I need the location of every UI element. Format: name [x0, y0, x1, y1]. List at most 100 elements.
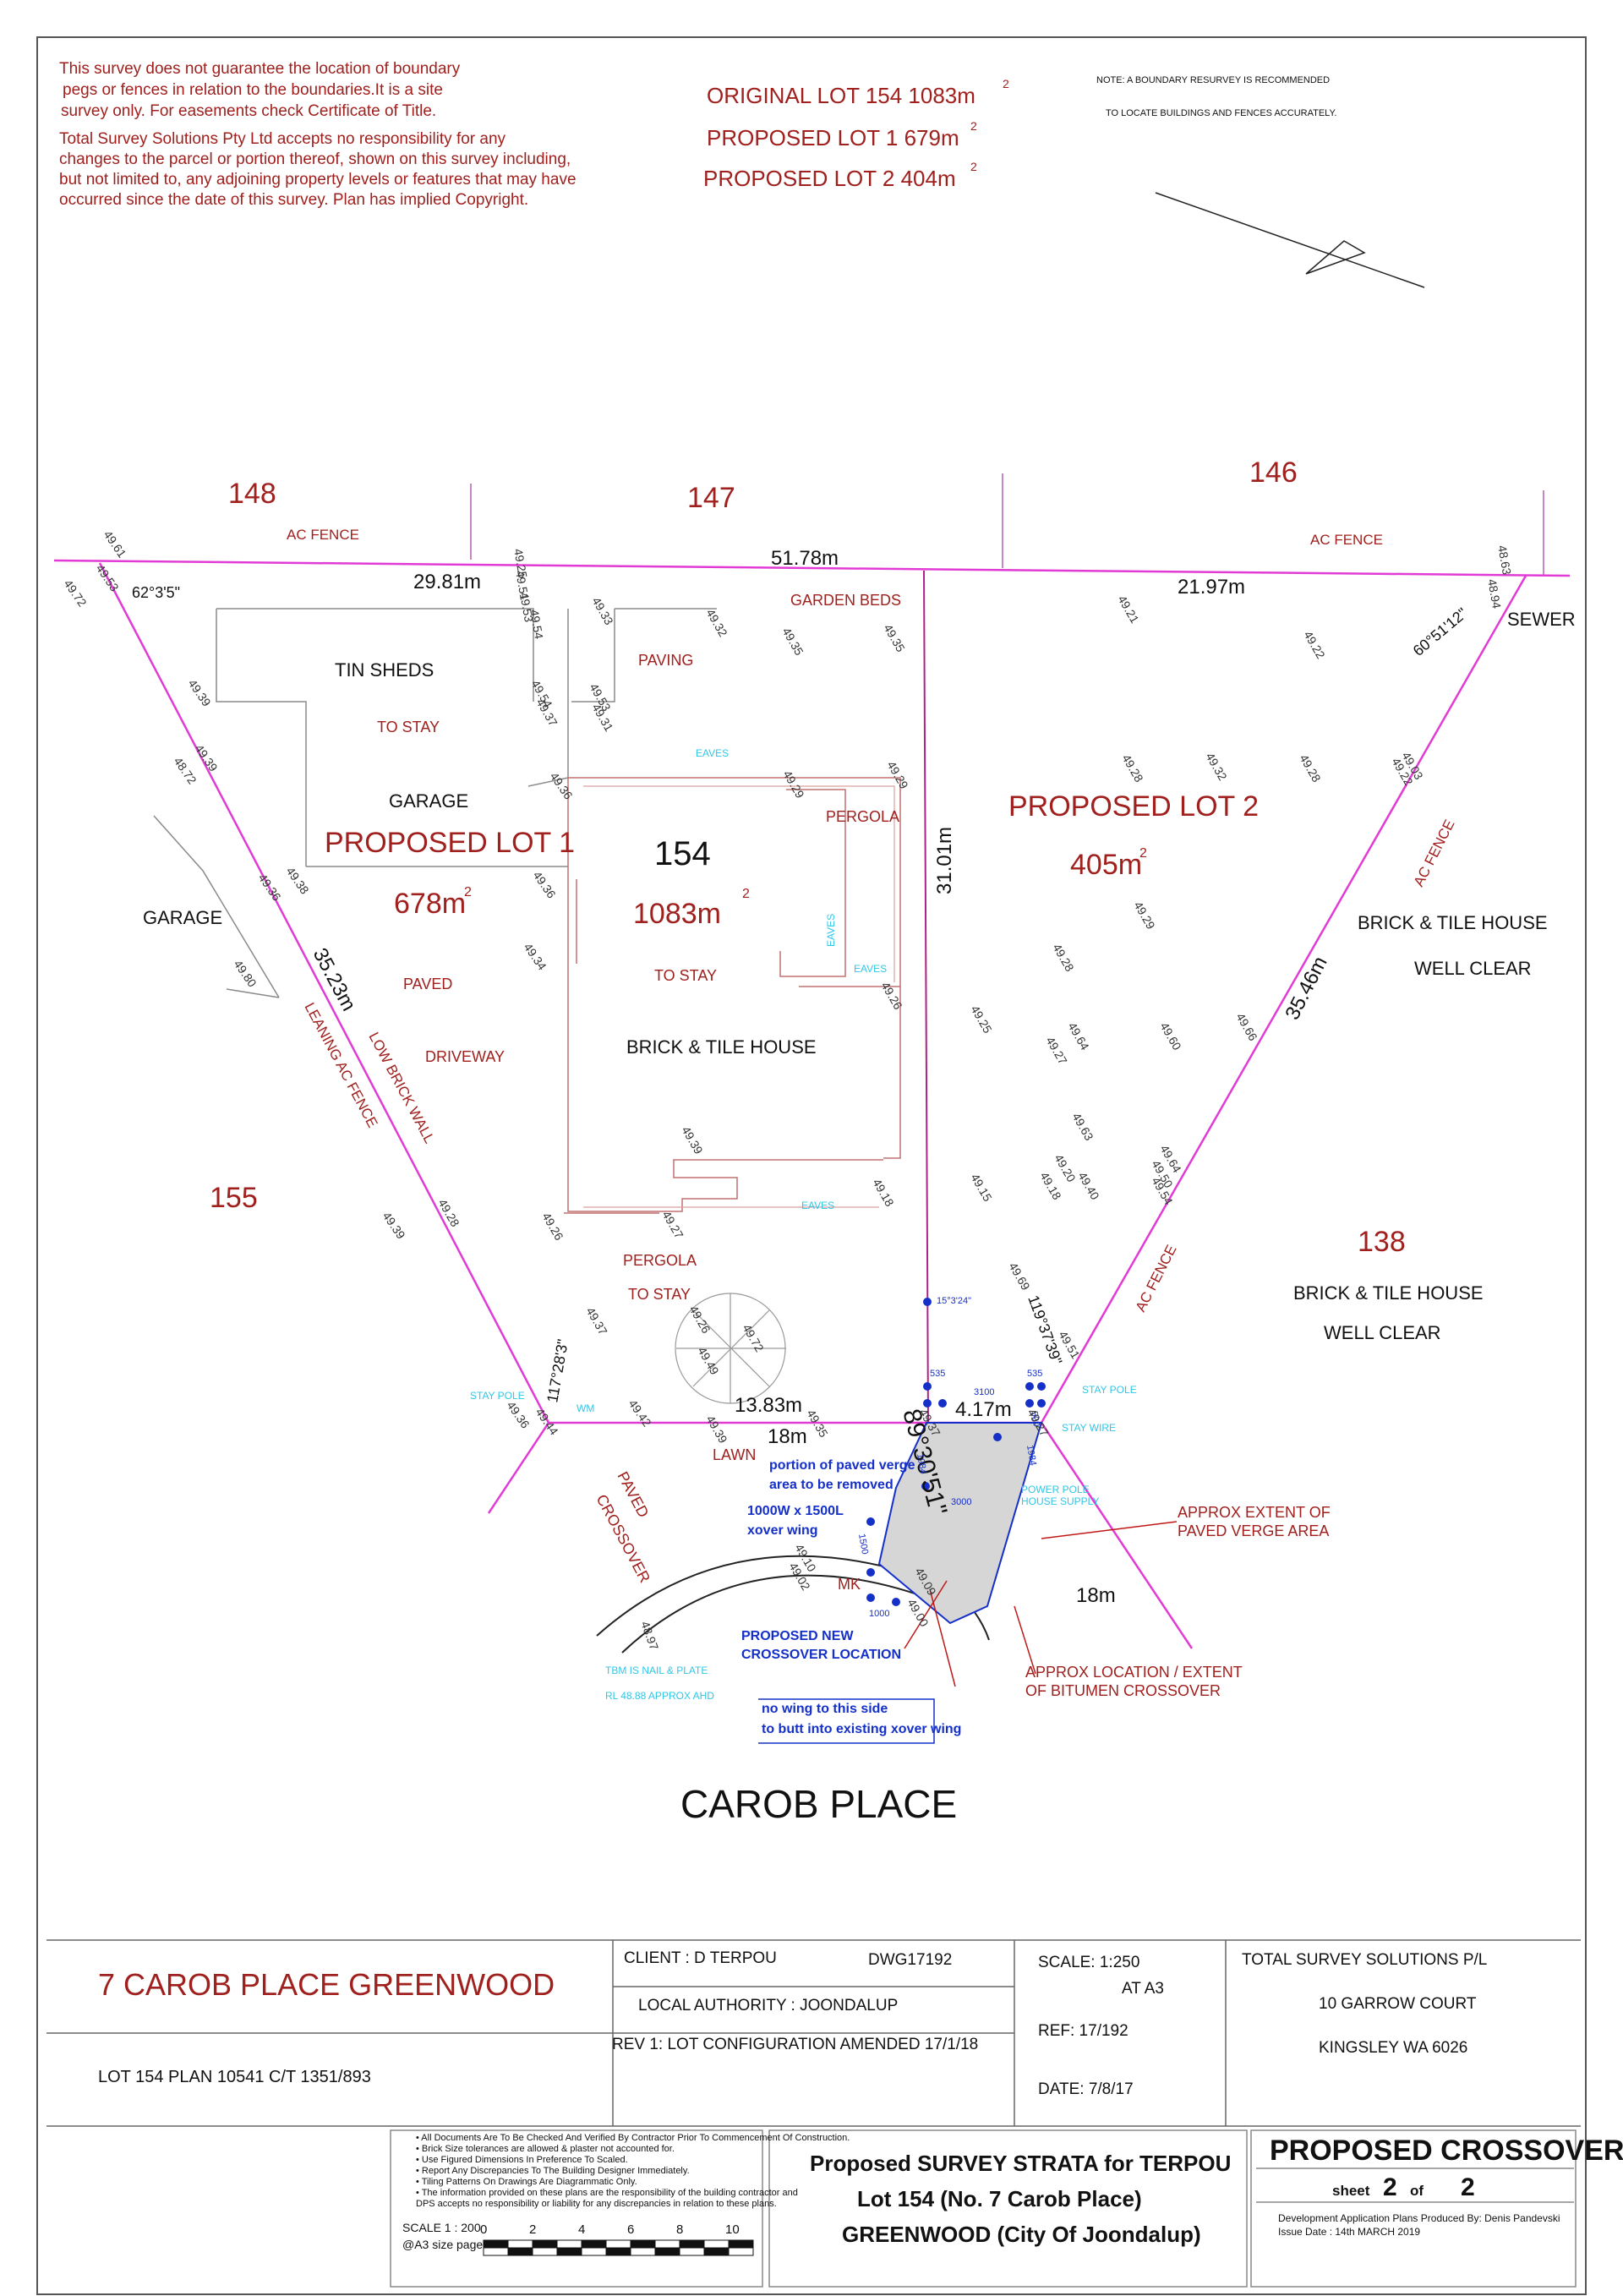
scale-bar-segment	[556, 2239, 582, 2249]
approx-bitumen-label: APPROX LOCATION / EXTENT	[1025, 1664, 1243, 1681]
bottom-strip-frames	[390, 2129, 1577, 2288]
spot-level: 49.39	[186, 677, 214, 709]
angle-label: 117°28'3"	[544, 1338, 571, 1404]
sheet-total: 2	[1461, 2173, 1475, 2201]
dim-label: 29.81m	[413, 571, 481, 593]
project-line: GREENWOOD (City Of Joondalup)	[842, 2222, 1201, 2247]
fence-labels: AC FENCE AC FENCE AC FENCE AC FENCE LEAN…	[287, 527, 1458, 1315]
date: DATE: 7/8/17	[1038, 2080, 1134, 2098]
scale-bar-label: SCALE 1 : 200	[402, 2221, 481, 2234]
spot-level: 49.72	[740, 1322, 766, 1355]
scale: SCALE: 1:250	[1038, 1954, 1139, 1971]
spot-level: 49.27	[659, 1209, 686, 1242]
at-a3: AT A3	[1122, 1980, 1164, 1998]
spot-level: 49.37	[533, 697, 560, 730]
leaning-fence-label: LEANING AC FENCE	[301, 1000, 380, 1130]
to-stay-label: TO STAY	[628, 1286, 691, 1303]
to-stay-label: TO STAY	[377, 719, 440, 735]
scale-bar-segment	[605, 2247, 631, 2256]
wm-label: WM	[577, 1402, 594, 1414]
spot-level: 49.25	[511, 548, 530, 579]
no-wing-box	[758, 1698, 935, 1744]
eaves-label: EAVES	[696, 747, 729, 759]
scale-bar-segment	[728, 2239, 754, 2249]
spot-level: 49.18	[870, 1177, 896, 1210]
address: 7 CAROB PLACE GREENWOOD	[98, 1967, 555, 2002]
disclaimer-line: Total Survey Solutions Pty Ltd accepts n…	[59, 130, 506, 148]
scale-bar-tick: 4	[578, 2222, 585, 2237]
spot-level: 49.36	[548, 770, 576, 802]
spot-level: 49.37	[583, 1305, 609, 1338]
lot-148: 148	[228, 478, 276, 510]
of-word: of	[1410, 2183, 1424, 2199]
sheet-title: PROPOSED CROSSOVER	[1270, 2135, 1623, 2167]
garage-label: GARAGE	[143, 907, 222, 928]
lot-numbers: 148 147 146 155 138	[210, 456, 1406, 1258]
portion-note: area to be removed	[769, 1478, 893, 1492]
new-xover-note: CROSSOVER LOCATION	[741, 1648, 901, 1662]
spot-level: 49.25	[968, 1003, 994, 1036]
dim-label: 31.01m	[933, 827, 956, 894]
scale-bar-label: @A3 size page	[402, 2238, 483, 2251]
angle-label: 119°37'39"	[1025, 1293, 1065, 1367]
spot-level: 49.28	[1297, 752, 1323, 785]
feature-labels-red: TO STAY PAVED DRIVEWAY PAVING GARDEN BED…	[377, 592, 1331, 1699]
spot-level: 49.49	[695, 1345, 721, 1378]
garage-label: GARAGE	[389, 790, 468, 812]
proposed-lot-labels: PROPOSED LOT 1 678m 2 PROPOSED LOT 2 405…	[325, 790, 1259, 930]
dim-label: 18m	[1076, 1584, 1116, 1607]
disclaimer-line: survey only. For easements check Certifi…	[61, 102, 436, 120]
superscript: 2	[1139, 846, 1147, 861]
house-label: BRICK & TILE HOUSE	[1358, 912, 1548, 933]
small-dim: 1984	[1025, 1444, 1038, 1466]
lot-plan: LOT 154 PLAN 10541 C/T 1351/893	[98, 2068, 371, 2086]
boundary-note: NOTE: A BOUNDARY RESURVEY IS RECOMMENDED…	[1096, 75, 1336, 118]
lot154-area-label: 1083m	[633, 898, 721, 930]
spot-level: 49.35	[779, 626, 806, 659]
house-outline	[564, 777, 901, 1214]
superscript: 2	[464, 885, 472, 899]
ac-fence-label: AC FENCE	[1310, 532, 1383, 548]
proposed-lot2-area: PROPOSED LOT 2 404m	[703, 166, 956, 191]
spot-level: 49.66	[1233, 1011, 1260, 1044]
well-clear-label: WELL CLEAR	[1414, 958, 1532, 979]
scale-bar-segment	[654, 2239, 680, 2249]
spot-level: 49.21	[1115, 593, 1141, 626]
area-superscript: 2	[1003, 77, 1009, 90]
spot-level: 49.35	[881, 622, 907, 655]
issue-date: Issue Date : 14th MARCH 2019	[1278, 2226, 1420, 2238]
dimensions: 51.78m 29.81m 21.97m 35.23m 35.46m 31.01…	[309, 547, 1332, 1607]
feature-labels-cyan: EAVES EAVES EAVES EAVES STAY POLE STAY P…	[470, 747, 1137, 1702]
spot-level: 49.64	[1065, 1020, 1091, 1053]
spot-level: 48.72	[172, 755, 199, 787]
scale-bar-segment	[483, 2247, 509, 2256]
small-dim: 1500	[856, 1533, 870, 1555]
spot-level: 49.36	[505, 1399, 533, 1431]
project-line: Proposed SURVEY STRATA for TERPOU	[810, 2151, 1231, 2176]
power-pole-label: POWER POLE	[1021, 1484, 1090, 1495]
approx-bitumen-label: OF BITUMEN CROSSOVER	[1025, 1682, 1221, 1699]
scale-bar-segment	[703, 2247, 730, 2256]
scale-bar-tick: 6	[627, 2222, 634, 2237]
house-label: BRICK & TILE HOUSE	[626, 1036, 817, 1058]
boundary-note-line: NOTE: A BOUNDARY RESURVEY IS RECOMMENDED	[1096, 75, 1330, 85]
title-block	[46, 1939, 1581, 2127]
spot-level: 49.27	[1043, 1035, 1069, 1068]
client: CLIENT : D TERPOU	[624, 1949, 777, 1967]
house-label: BRICK & TILE HOUSE	[1293, 1282, 1484, 1304]
pergola-circle	[675, 1293, 786, 1404]
garden-beds-label: GARDEN BEDS	[790, 592, 901, 609]
note-line: • All Documents Are To Be Checked And Ve…	[416, 2133, 850, 2143]
driveway-label: DRIVEWAY	[425, 1048, 505, 1065]
angle-label: 60°51'12"	[1410, 604, 1471, 659]
small-dim: 535	[930, 1369, 945, 1379]
tbm-label: TBM IS NAIL & PLATE	[605, 1665, 708, 1676]
lot-146: 146	[1249, 456, 1298, 489]
scale-bar-tick: 0	[480, 2222, 487, 2237]
dim-label: 13.83m	[735, 1394, 802, 1417]
spot-level: 49.34	[522, 941, 549, 973]
small-dim: 1000	[869, 1609, 889, 1619]
area-superscript: 2	[970, 119, 977, 133]
note-line: • Use Figured Dimensions In Preference T…	[416, 2155, 628, 2165]
